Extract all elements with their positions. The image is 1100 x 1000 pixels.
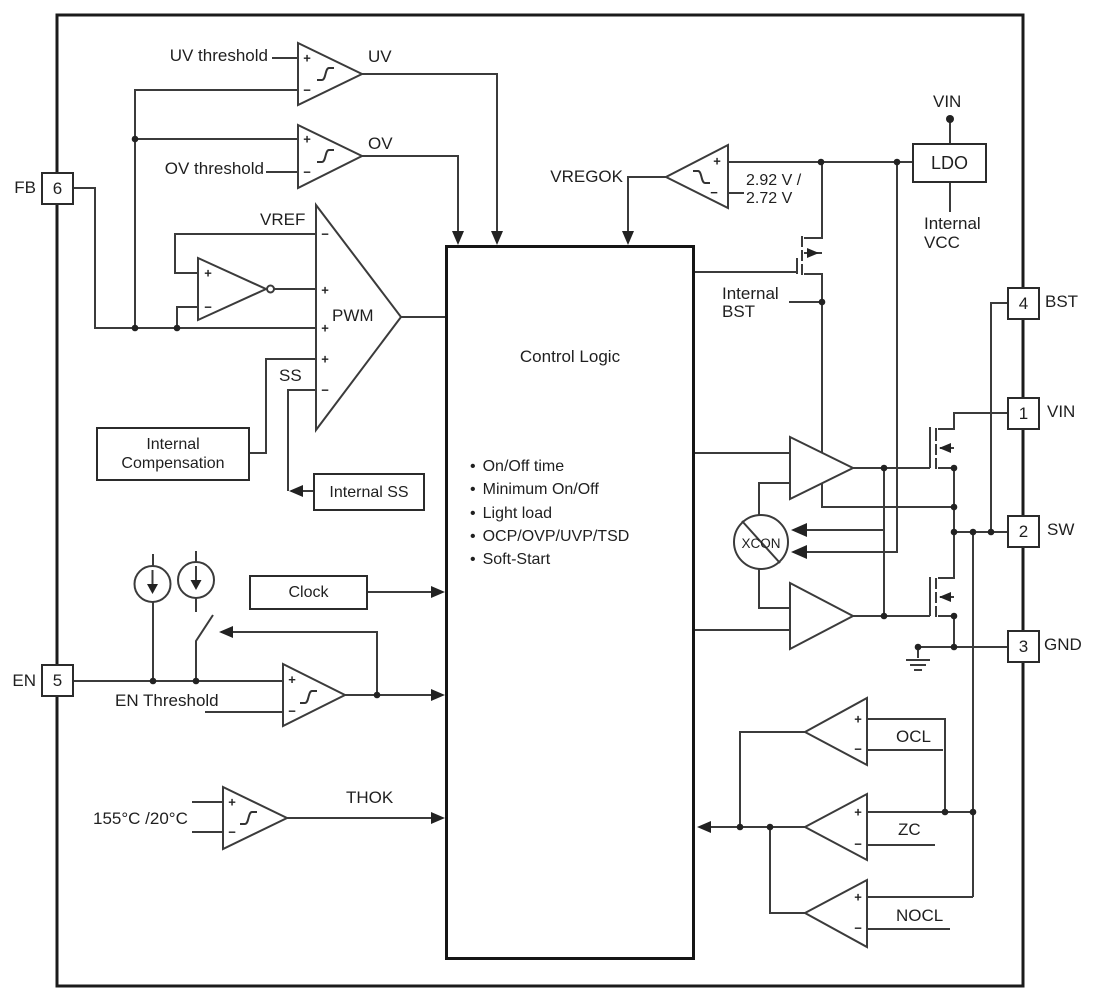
arrowheads <box>147 231 951 833</box>
xcon-block <box>733 514 789 570</box>
sw-pin-label: SW <box>1047 520 1075 539</box>
clock-block: Clock <box>249 575 368 610</box>
vregok-comparator <box>663 143 729 210</box>
highside-gate-driver <box>789 435 856 501</box>
vref-label: VREF <box>260 210 306 229</box>
xcon-label: XCON <box>741 536 781 551</box>
svg-text:−: − <box>854 742 862 757</box>
svg-text:+: + <box>854 805 862 820</box>
ov-comparator <box>297 123 365 190</box>
pin-box-gnd: 3 <box>1007 630 1040 663</box>
pin-box-sw: 2 <box>1007 515 1040 548</box>
internal-ss-block: Internal SS <box>313 473 425 511</box>
temp-threshold-label: 155°C /20°C <box>93 809 188 828</box>
error-amplifier <box>197 256 269 322</box>
uv-output-label: UV <box>368 47 392 66</box>
svg-text:−: − <box>854 921 862 936</box>
svg-text:−: − <box>321 227 329 242</box>
control-logic-feature-list: On/Off time Minimum On/Off Light load OC… <box>470 455 630 571</box>
pin-number: 3 <box>1018 636 1029 656</box>
pwm-comparator <box>315 202 403 433</box>
pwm-label: PWM <box>332 306 374 325</box>
lowside-gate-driver <box>789 581 856 651</box>
list-item: Minimum On/Off <box>470 478 629 501</box>
svg-text:−: − <box>303 83 311 98</box>
pin-box-vin: 1 <box>1007 397 1040 430</box>
svg-text:−: − <box>228 825 236 840</box>
svg-text:+: + <box>303 51 311 66</box>
svg-text:+: + <box>321 283 329 298</box>
internal-compensation-block: Internal Compensation <box>96 427 250 481</box>
svg-text:+: + <box>854 890 862 905</box>
nocl-comparator <box>802 878 868 949</box>
svg-text:+: + <box>288 672 296 687</box>
svg-text:+: + <box>713 154 721 169</box>
list-item: Light load <box>470 502 629 525</box>
internal-bst-label: Internal BST <box>722 284 779 321</box>
thermal-comparator <box>222 785 290 851</box>
en-threshold-label: EN Threshold <box>115 691 219 710</box>
vreg-level-low-label: 2.72 V <box>746 190 793 207</box>
uv-comparator <box>297 41 365 107</box>
list-item: Soft-Start <box>470 548 629 571</box>
chip-boundary <box>55 13 1025 988</box>
pin-number: 2 <box>1018 521 1029 541</box>
svg-text:+: + <box>321 352 329 367</box>
control-logic-title: Control Logic <box>519 347 621 366</box>
list-item: On/Off time <box>470 455 629 478</box>
ss-label: SS <box>279 366 302 385</box>
svg-text:−: − <box>854 837 862 852</box>
zc-label: ZC <box>898 820 921 839</box>
svg-text:−: − <box>321 383 329 398</box>
svg-text:−: − <box>204 300 212 315</box>
fb-pin-label: FB <box>14 178 36 197</box>
pin-box-en: 5 <box>41 664 74 697</box>
svg-text:+: + <box>228 795 236 810</box>
vin-terminal-label: VIN <box>933 92 962 111</box>
internal-vcc-label: Internal VCC <box>924 214 981 252</box>
vreg-level-high-label: 2.92 V / <box>746 172 802 189</box>
vin-pin-label: VIN <box>1047 402 1076 421</box>
error-amp-bubble <box>266 284 275 294</box>
ov-threshold-label: OV threshold <box>164 159 264 178</box>
control-logic-block: Control Logic On/Off time Minimum On/Off… <box>445 245 695 960</box>
zc-comparator <box>802 792 868 862</box>
svg-text:−: − <box>288 704 296 719</box>
pin-box-bst: 4 <box>1007 287 1040 320</box>
svg-text:+: + <box>303 132 311 147</box>
svg-text:+: + <box>321 321 329 336</box>
svg-text:−: − <box>303 165 311 180</box>
en-pin-label: EN <box>12 671 36 690</box>
ov-output-label: OV <box>368 134 393 153</box>
gnd-pin-label: GND <box>1044 635 1082 654</box>
pin-number: 6 <box>52 178 63 198</box>
ocl-comparator <box>802 696 868 767</box>
svg-text:+: + <box>854 712 862 727</box>
ocl-label: OCL <box>896 727 931 746</box>
pin-number: 5 <box>52 670 63 690</box>
current-source-icons <box>133 561 215 603</box>
svg-text:+: + <box>204 266 212 281</box>
pin-number: 1 <box>1018 403 1029 423</box>
polarity-signs: + − + − + − − + + + − + − + − + − + − + − + − <box>204 51 862 936</box>
uv-threshold-label: UV threshold <box>169 46 268 65</box>
ldo-block: LDO <box>912 143 987 183</box>
bst-pin-label: BST <box>1045 292 1079 311</box>
vregok-label: VREGOK <box>550 167 623 186</box>
junction-dots <box>131 115 995 831</box>
list-item: OCP/OVP/UVP/TSD <box>470 525 630 548</box>
pin-number: 4 <box>1018 293 1029 313</box>
nocl-label: NOCL <box>896 906 944 925</box>
en-comparator <box>282 662 348 728</box>
thok-label: THOK <box>346 788 394 807</box>
pin-box-fb: 6 <box>41 172 74 205</box>
svg-text:−: − <box>710 185 718 200</box>
